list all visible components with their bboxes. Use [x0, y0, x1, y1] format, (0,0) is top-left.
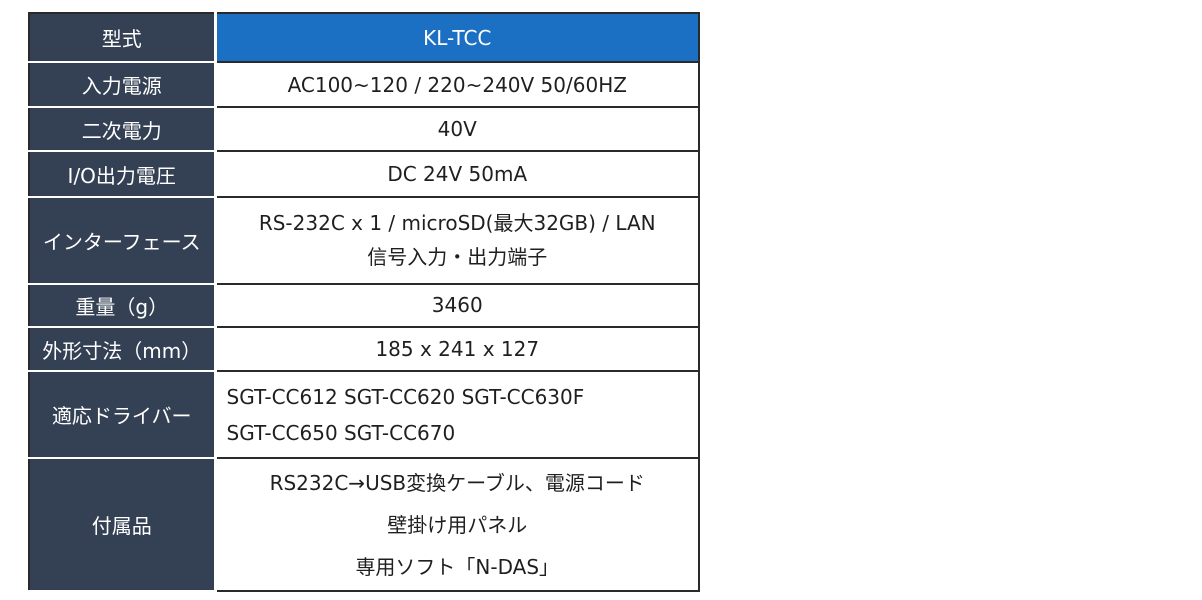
row-value: 185 x 241 x 127	[214, 326, 700, 373]
row-value: RS232C→USB変換ケーブル、電源コード 壁掛け用パネル 専用ソフト「N-D…	[214, 457, 700, 592]
row-label: 付属品	[28, 457, 217, 592]
value-line: 40V	[437, 117, 477, 142]
value-line: 3460	[431, 293, 483, 318]
spec-table: 型式 KL-TCC 入力電源 AC100~120 / 220~240V 50/6…	[28, 11, 700, 592]
row-value: SGT-CC612 SGT-CC620 SGT-CC630F SGT-CC650…	[214, 370, 700, 460]
value-line: SGT-CC612 SGT-CC620 SGT-CC630F	[226, 384, 585, 409]
value-line: 専用ソフト「N-DAS」	[355, 554, 560, 579]
table-row: 付属品 RS232C→USB変換ケーブル、電源コード 壁掛け用パネル 専用ソフト…	[28, 457, 700, 592]
row-label: 重量（g）	[28, 282, 217, 329]
row-label: 入力電源	[28, 61, 217, 109]
row-label: I/O出力電圧	[28, 150, 217, 198]
row-label: 外形寸法（mm）	[28, 326, 217, 373]
table-row: I/O出力電圧 DC 24V 50mA	[28, 150, 700, 198]
value-line: SGT-CC650 SGT-CC670	[226, 420, 456, 445]
value-line: DC 24V 50mA	[387, 162, 528, 187]
table-row: 二次電力 40V	[28, 106, 700, 153]
value-line: RS232C→USB変換ケーブル、電源コード	[269, 470, 645, 495]
row-label: インターフェース	[28, 195, 217, 285]
table-row: 適応ドライバー SGT-CC612 SGT-CC620 SGT-CC630F S…	[28, 370, 700, 460]
value-line: 壁掛け用パネル	[387, 512, 528, 537]
row-label: 適応ドライバー	[28, 370, 217, 460]
row-value: AC100~120 / 220~240V 50/60HZ	[214, 61, 700, 109]
value-line: AC100~120 / 220~240V 50/60HZ	[287, 72, 627, 97]
table-row: インターフェース RS-232C x 1 / microSD(最大32GB) /…	[28, 195, 700, 285]
model-value: KL-TCC	[214, 11, 700, 64]
value-line: 信号入力・出力端子	[367, 245, 548, 270]
table-row: 重量（g） 3460	[28, 282, 700, 329]
table-row: 外形寸法（mm） 185 x 241 x 127	[28, 326, 700, 373]
row-value: 3460	[214, 282, 700, 329]
value-line: 185 x 241 x 127	[375, 337, 540, 362]
value-line: RS-232C x 1 / microSD(最大32GB) / LAN	[258, 211, 656, 236]
table-row: 入力電源 AC100~120 / 220~240V 50/60HZ	[28, 61, 700, 109]
header-row: 型式 KL-TCC	[28, 11, 700, 64]
row-value: 40V	[214, 106, 700, 153]
row-label: 二次電力	[28, 106, 217, 153]
header-label: 型式	[28, 11, 217, 64]
row-value: DC 24V 50mA	[214, 150, 700, 198]
row-value: RS-232C x 1 / microSD(最大32GB) / LAN 信号入力…	[214, 195, 700, 285]
